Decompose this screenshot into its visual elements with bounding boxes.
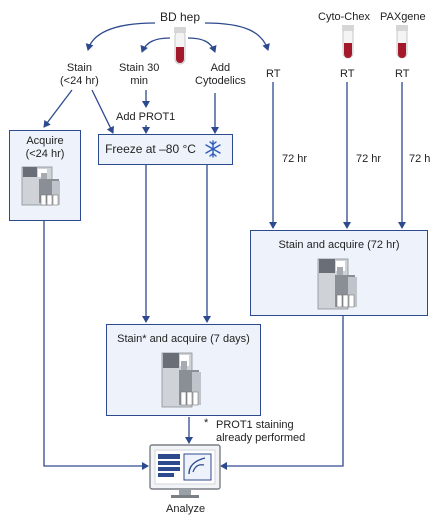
label-stain-30min: Stain 30 min [119, 62, 160, 87]
label-stain-24hr: Stain (<24 hr) [60, 62, 99, 87]
label-rt-2: RT [340, 68, 355, 80]
source-bd-hep: BD hep [160, 10, 201, 24]
blood-tube-icon [396, 25, 408, 59]
label-add-cytodelics: Add Cytodelics [195, 62, 246, 87]
computer-monitor-icon [149, 444, 221, 498]
blood-tube-icon [342, 25, 354, 59]
label-72hr-2: 72 hr [356, 153, 382, 165]
label-add-prot1: Add PROT1 [116, 111, 176, 123]
stain-acquire-72hr-title: Stain and acquire (72 hr) [278, 239, 400, 251]
snowflake-icon [205, 140, 221, 158]
footnote-marker: * [204, 417, 209, 429]
arrow-tube-cytodelics [187, 37, 217, 53]
stain-acquire-7days-box: Stain* and acquire (7 days) [106, 324, 261, 416]
stain-acquire-7days-title: Stain* and acquire (7 days) [117, 333, 250, 345]
arrow-bdhep-rt [204, 22, 270, 51]
stain-acquire-72hr-box: Stain and acquire (72 hr) [250, 230, 428, 316]
freeze-title: Freeze at –80 °C [105, 142, 196, 156]
analyze-label: Analyze [166, 503, 206, 515]
arrow-stain24-freeze [91, 89, 114, 134]
footnote-text: PROT1 staining already performed [216, 419, 306, 444]
source-cyto-chex: Cyto-Chex [318, 11, 370, 23]
arrow-tube-stain30 [140, 37, 171, 53]
label-rt-1: RT [266, 68, 281, 80]
arrow-72-analyze [220, 316, 344, 470]
label-72hr-3: 72 h [409, 153, 431, 165]
source-paxgene: PAXgene [380, 11, 426, 23]
freeze-box: Freeze at –80 °C [98, 134, 233, 165]
flow-cytometer-icon [317, 258, 357, 310]
arrow-stain24-acquire [43, 89, 73, 128]
flow-cytometer-icon [161, 352, 201, 408]
acquire-box: Acquire (<24 hr) [9, 130, 81, 221]
flow-cytometer-icon [21, 166, 60, 206]
arrow-acquire-analyze [43, 221, 149, 470]
label-72hr-1: 72 hr [282, 153, 308, 165]
arrow-bdhep-stain24 [85, 22, 156, 51]
blood-tube-icon [174, 27, 186, 65]
label-rt-3: RT [395, 68, 410, 80]
acquire-title: Acquire (<24 hr) [25, 135, 65, 160]
